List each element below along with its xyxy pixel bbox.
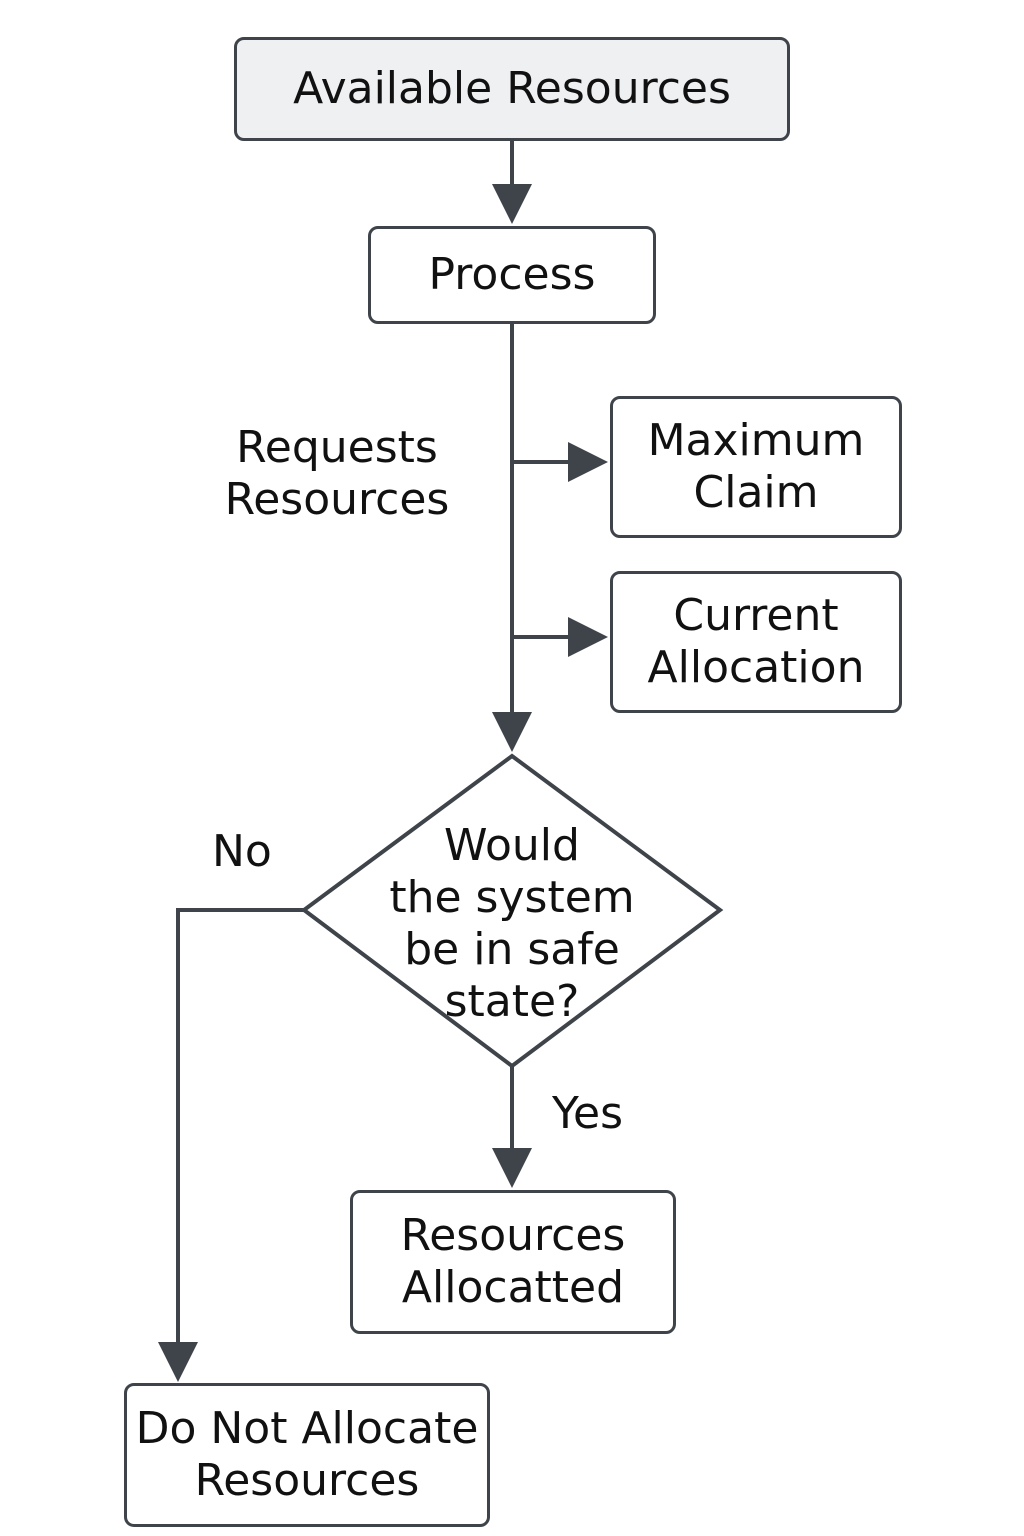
node-maximum-claim: Maximum Claim	[610, 396, 902, 538]
node-available-resources-label: Available Resources	[293, 63, 731, 114]
node-process-label: Process	[428, 249, 596, 300]
decision-question: Would the system be in safe state?	[332, 820, 692, 1028]
requests-line-1: Requests	[236, 422, 438, 473]
edge-no-to-do-not-allocate	[158, 908, 304, 1382]
edge-label-requests-resources: Requests Resources	[212, 422, 462, 526]
node-process: Process	[368, 226, 656, 324]
do-not-allocate-line-2: Resources	[194, 1455, 420, 1506]
decision-line-3: be in safe	[404, 924, 620, 975]
node-resources-allocated: Resources Allocatted	[350, 1190, 676, 1334]
decision-line-1: Would	[444, 820, 580, 871]
resources-allocated-line-2: Allocatted	[401, 1262, 625, 1313]
requests-line-2: Resources	[224, 474, 450, 525]
edge-label-no: No	[212, 826, 272, 878]
decision-line-2: the system	[389, 872, 635, 923]
current-allocation-line-2: Allocation	[647, 642, 865, 693]
do-not-allocate-line-1: Do Not Allocate	[135, 1403, 479, 1454]
node-current-allocation: Current Allocation	[610, 571, 902, 713]
maximum-claim-line-2: Claim	[693, 467, 819, 518]
current-allocation-line-1: Current	[673, 590, 839, 641]
edge-label-yes: Yes	[552, 1088, 623, 1140]
edge-label-no-text: No	[212, 826, 272, 877]
node-available-resources: Available Resources	[234, 37, 790, 141]
maximum-claim-line-1: Maximum	[647, 415, 865, 466]
resources-allocated-line-1: Resources	[400, 1210, 626, 1261]
decision-line-4: state?	[444, 976, 580, 1027]
node-do-not-allocate: Do Not Allocate Resources	[124, 1383, 490, 1527]
edge-label-yes-text: Yes	[552, 1088, 624, 1139]
